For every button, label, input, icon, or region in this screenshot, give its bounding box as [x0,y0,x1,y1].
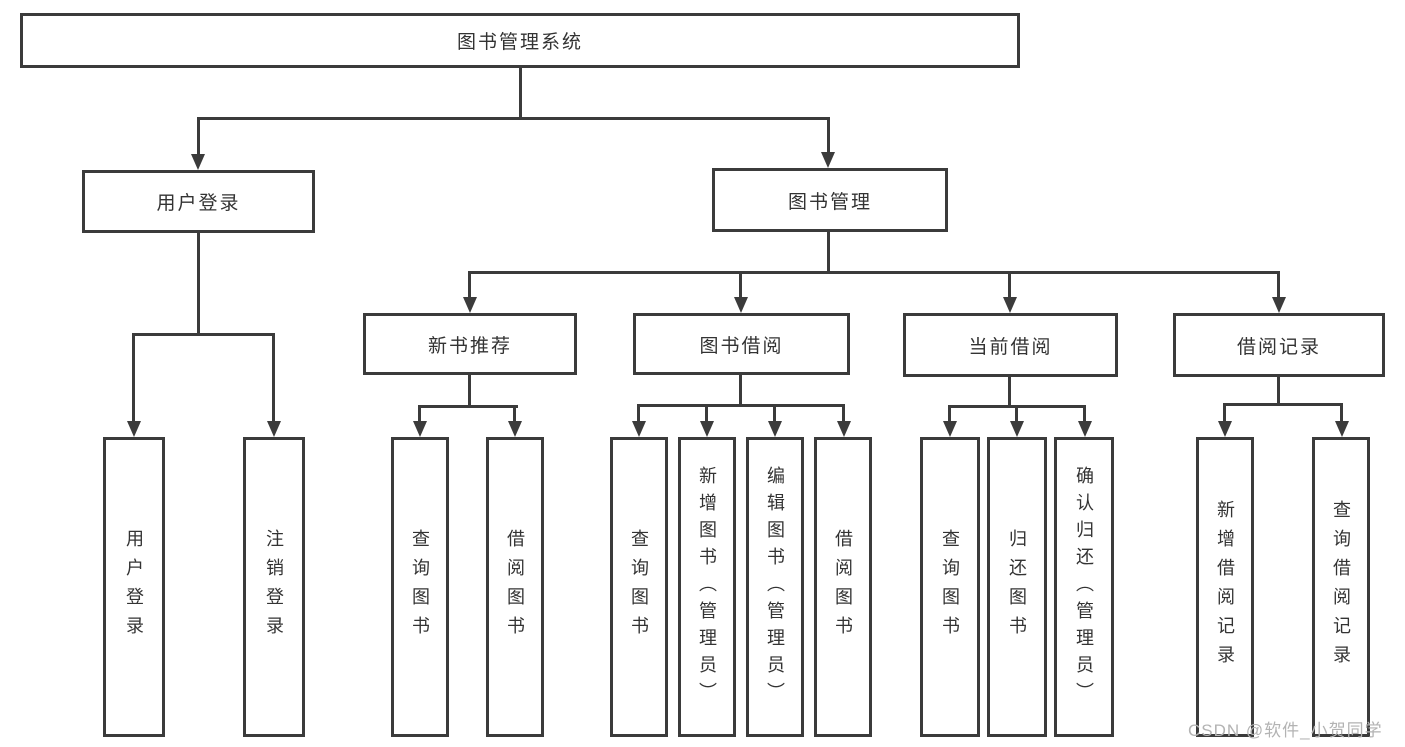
leaf-user-login: 用户登录 [103,437,165,737]
connector-line [132,333,275,336]
arrow-down-icon [1335,421,1349,437]
connector-line [197,233,200,335]
arrow-down-icon [413,421,427,437]
node-current-borrow-label: 当前借阅 [968,336,1053,358]
connector-line [637,404,640,425]
leaf-records-query-record: 查询借阅记录 [1312,437,1370,737]
node-book-borrow: 图书借阅 [633,313,850,375]
leaf-current-confirm-return-admin: 确认归还（管理员） [1054,437,1114,737]
leaf-current-return-books: 归还图书 [987,437,1047,737]
node-book-management: 图书管理 [712,168,948,232]
leaf-borrow-edit-books-admin-label: 编辑图书（管理员） [765,465,785,709]
arrow-down-icon [267,421,281,437]
connector-line [418,405,421,425]
leaf-current-query-books-label: 查询图书 [940,529,960,645]
connector-line [637,404,845,407]
arrow-down-icon [768,421,782,437]
connector-line [1083,405,1086,425]
leaf-borrow-borrow-books-label: 借阅图书 [833,529,853,645]
leaf-borrow-borrow-books: 借阅图书 [814,437,872,737]
arrow-down-icon [734,297,748,313]
connector-line [739,271,742,299]
leaf-records-add-record-label: 新增借阅记录 [1215,500,1235,674]
leaf-borrow-add-books-admin-label: 新增图书（管理员） [697,465,717,709]
arrow-down-icon [463,297,477,313]
node-borrow-records-label: 借阅记录 [1236,336,1321,358]
node-borrow-records: 借阅记录 [1173,313,1385,377]
connector-line [197,117,200,157]
csdn-watermark: CSDN @软件_小贺同学 [1188,721,1383,740]
leaf-recommend-query-books: 查询图书 [391,437,449,737]
connector-line [1008,271,1011,299]
connector-line [948,405,951,425]
connector-line [1223,403,1226,425]
leaf-records-add-record: 新增借阅记录 [1196,437,1254,737]
arrow-down-icon [1218,421,1232,437]
leaf-logout-label: 注销登录 [264,529,284,645]
connector-line [1223,403,1343,406]
connector-line [842,404,845,425]
connector-line [519,66,522,119]
arrow-down-icon [837,421,851,437]
leaf-logout: 注销登录 [243,437,305,737]
connector-line [197,117,830,120]
arrow-down-icon [632,421,646,437]
arrow-down-icon [1003,297,1017,313]
connector-line [513,405,516,425]
node-book-management-label: 图书管理 [787,191,872,213]
leaf-current-query-books: 查询图书 [920,437,980,737]
connector-line [1008,377,1011,408]
connector-line [418,405,518,408]
leaf-borrow-edit-books-admin: 编辑图书（管理员） [746,437,804,737]
leaf-current-confirm-return-admin-label: 确认归还（管理员） [1074,465,1094,709]
connector-line [468,271,1280,274]
node-user-login: 用户登录 [82,170,315,233]
arrow-down-icon [1078,421,1092,437]
connector-line [705,404,708,425]
arrow-down-icon [191,154,205,170]
arrow-down-icon [821,152,835,168]
node-user-login-label: 用户登录 [156,193,241,214]
connector-line [272,333,275,425]
leaf-user-login-label: 用户登录 [124,529,144,645]
connector-line [1340,403,1343,425]
arrow-down-icon [943,421,957,437]
node-current-borrow: 当前借阅 [903,313,1118,377]
leaf-current-return-books-label: 归还图书 [1007,529,1027,645]
leaf-borrow-add-books-admin: 新增图书（管理员） [678,437,736,737]
arrow-down-icon [508,421,522,437]
leaf-recommend-borrow-books: 借阅图书 [486,437,544,737]
connector-line [132,333,135,425]
connector-line [1277,377,1280,406]
connector-line [1015,405,1018,425]
node-root-label: 图书管理系统 [456,32,583,53]
leaf-recommend-borrow-books-label: 借阅图书 [505,529,525,645]
arrow-down-icon [1272,297,1286,313]
connector-line [773,404,776,425]
connector-line [468,375,471,408]
connector-line [827,117,830,155]
leaf-borrow-query-books: 查询图书 [610,437,668,737]
connector-line [827,232,830,273]
leaf-borrow-query-books-label: 查询图书 [629,529,649,645]
leaf-records-query-record-label: 查询借阅记录 [1331,500,1351,674]
node-root: 图书管理系统 [20,13,1020,68]
connector-line [1277,271,1280,299]
leaf-recommend-query-books-label: 查询图书 [410,529,430,645]
arrow-down-icon [700,421,714,437]
connector-line [468,271,471,299]
arrow-down-icon [1010,421,1024,437]
node-book-borrow-label: 图书借阅 [699,335,784,357]
node-new-book-recommend-label: 新书推荐 [427,335,512,357]
arrow-down-icon [127,421,141,437]
node-new-book-recommend: 新书推荐 [363,313,577,375]
connector-line [739,375,742,407]
